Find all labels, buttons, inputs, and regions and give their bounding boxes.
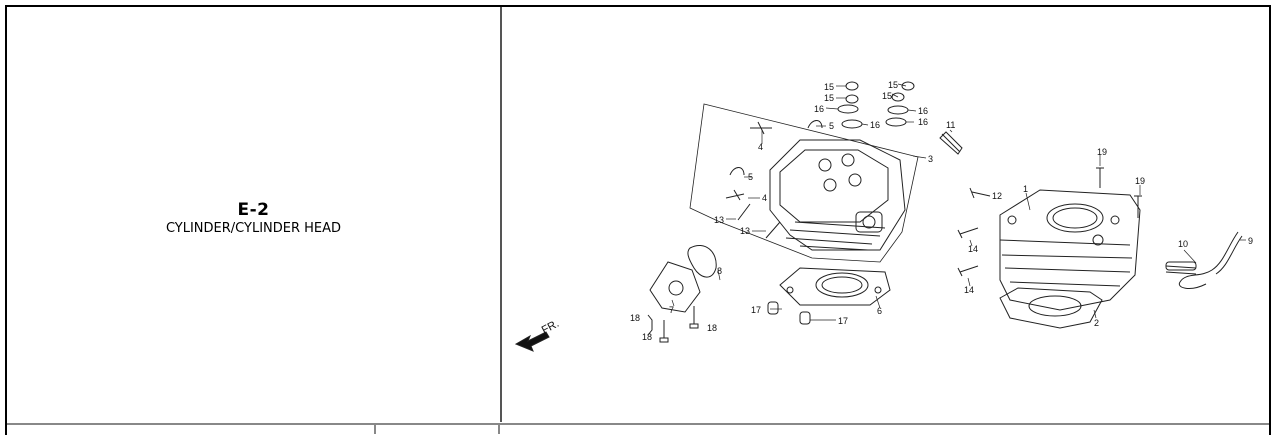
table-cell <box>7 425 376 434</box>
bolts <box>647 167 1142 343</box>
front-direction-arrow <box>514 331 550 352</box>
breather-tube <box>1165 231 1243 289</box>
callout-15: 15 <box>824 93 834 103</box>
callout-labels: 15 15 15 15 16 16 16 16 5 4 3 11 5 4 13 … <box>540 80 1253 342</box>
table-cell <box>376 425 500 434</box>
callout-15: 15 <box>824 82 834 92</box>
callout-5: 5 <box>748 172 753 182</box>
dowel-pins <box>767 301 811 325</box>
callout-17: 17 <box>838 316 848 326</box>
callout-17: 17 <box>751 305 761 315</box>
section-code: E-2 <box>237 200 270 220</box>
callout-18: 18 <box>707 323 717 333</box>
callout-9: 9 <box>1248 236 1253 246</box>
section-cell: E-2 CYLINDER/CYLINDER HEAD <box>7 7 500 422</box>
valve-components <box>725 81 915 201</box>
front-label: FR. <box>540 318 561 337</box>
callout-5: 5 <box>829 121 834 131</box>
exploded-diagram-cell: 15 15 15 15 16 16 16 16 5 4 3 11 5 4 13 … <box>502 7 1269 422</box>
callout-2: 2 <box>1094 318 1099 328</box>
cylinder-head-gasket <box>779 267 891 306</box>
callout-13: 13 <box>714 215 724 225</box>
exploded-parts-diagram: 15 15 15 15 16 16 16 16 5 4 3 11 5 4 13 … <box>514 80 1253 352</box>
parts-table-frame <box>5 5 1271 435</box>
cylinder-block <box>999 189 1141 311</box>
callout-12: 12 <box>992 191 1002 201</box>
callout-15: 15 <box>882 91 892 101</box>
cylinder-head <box>769 139 906 251</box>
callout-19: 19 <box>1097 147 1107 157</box>
callout-13: 13 <box>740 226 750 236</box>
callout-7: 7 <box>669 305 674 315</box>
callout-10: 10 <box>1178 239 1188 249</box>
callout-16: 16 <box>814 104 824 114</box>
callout-18: 18 <box>630 313 640 323</box>
callout-8: 8 <box>717 266 722 276</box>
callout-1: 1 <box>1023 184 1028 194</box>
head-group-outline <box>689 103 919 263</box>
o-ring-seal <box>687 245 717 278</box>
callout-15: 15 <box>888 80 898 90</box>
callout-4: 4 <box>758 142 763 152</box>
section-name: CYLINDER/CYLINDER HEAD <box>165 221 342 236</box>
callout-16: 16 <box>918 106 928 116</box>
callout-18: 18 <box>642 332 652 342</box>
callout-11: 11 <box>946 120 955 130</box>
callout-4: 4 <box>762 193 767 203</box>
next-table-row <box>7 423 1269 434</box>
leader-lines <box>671 83 1246 321</box>
callout-14: 14 <box>964 285 974 295</box>
side-cover <box>649 261 701 313</box>
column-divider <box>500 7 502 422</box>
callout-16: 16 <box>918 117 928 127</box>
callout-19: 19 <box>1135 176 1145 186</box>
section-title-block: E-2 CYLINDER/CYLINDER HEAD <box>7 200 500 236</box>
callout-6: 6 <box>877 306 882 316</box>
callout-3: 3 <box>928 154 933 164</box>
callout-16: 16 <box>870 120 880 130</box>
cylinder-base-gasket <box>999 287 1103 329</box>
callout-14: 14 <box>968 244 978 254</box>
spark-plug <box>939 131 963 155</box>
